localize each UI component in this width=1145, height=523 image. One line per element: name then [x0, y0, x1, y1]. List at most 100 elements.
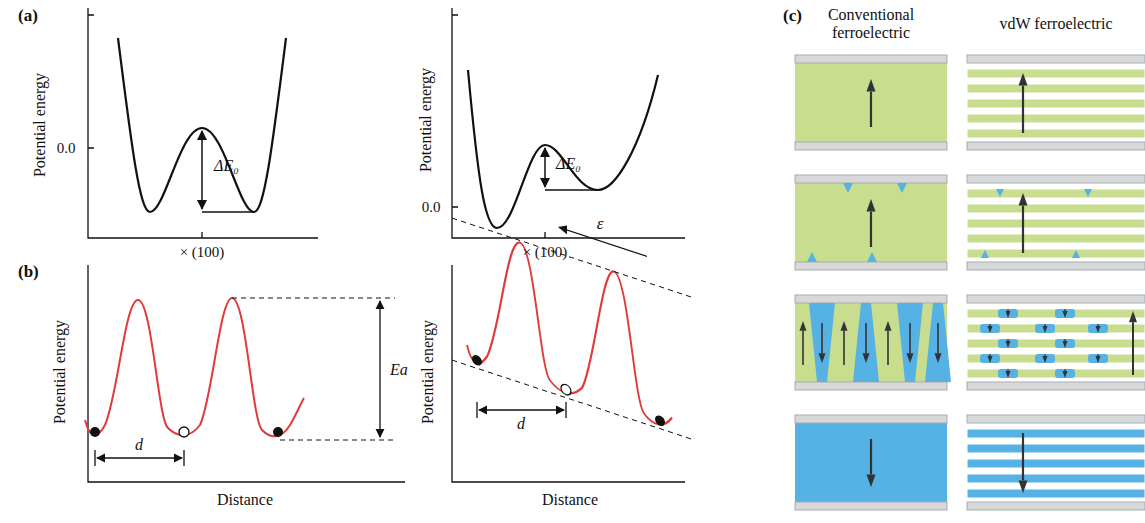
vacancy-open: [179, 427, 189, 437]
vdw-layer: [967, 219, 1145, 228]
barrier-arrow: [544, 148, 546, 187]
arrow-head: [1006, 341, 1011, 348]
arrow-head: [1063, 341, 1068, 348]
ferroelectric-film: [795, 423, 947, 502]
panel-tag: (b): [18, 263, 39, 282]
polarization-arrow: [870, 92, 872, 127]
activation-energy-label: Ea: [390, 361, 408, 379]
vdw-layer: [967, 189, 1145, 198]
polarization-arrow: [989, 354, 990, 356]
vdw-layer: [967, 429, 1145, 438]
reversed-domain: [853, 303, 879, 382]
vdw-layer: [967, 69, 1145, 78]
d-arrow: [97, 457, 182, 458]
nucleus: [1072, 250, 1080, 258]
electrode: [795, 142, 947, 150]
dashed-levels: [232, 298, 395, 440]
electrode: [967, 55, 1145, 63]
tick-label: 0.0: [422, 199, 441, 216]
barrier-label: ΔE₀: [214, 157, 239, 175]
vdw-layer: [967, 369, 1145, 378]
vdw-layer: [967, 339, 1145, 348]
vdw-layer: [967, 234, 1145, 243]
arrow-head: [1043, 326, 1048, 333]
reversed-patch: [1035, 324, 1055, 333]
arrow-head: [1063, 311, 1068, 318]
arrow-head: [819, 353, 826, 363]
polarization-arrow: [1022, 86, 1024, 133]
vdw-layer: [967, 444, 1145, 453]
arrow-head: [1096, 356, 1101, 363]
nucleus: [1084, 189, 1092, 197]
polarization-arrow: [1022, 433, 1024, 480]
ion-filled: [273, 427, 283, 437]
ferroelectric-film: [795, 63, 947, 142]
panel-tag: (c): [783, 7, 802, 26]
d-arrow: [479, 409, 564, 410]
arrow-head: [1063, 371, 1068, 378]
axis-title: Potential energy: [417, 68, 435, 172]
polarization-arrow: [870, 439, 872, 474]
axes-a-left: [88, 8, 318, 238]
axis-title: Distance: [542, 491, 598, 509]
arrow-head: [841, 321, 848, 331]
level-line: [545, 189, 598, 191]
electrode: [795, 382, 947, 390]
vdw-layer: [967, 474, 1145, 483]
vdw-layer: [967, 204, 1145, 213]
axis-title: Distance: [217, 491, 273, 509]
vdw-layer: [967, 459, 1145, 468]
polarization-arrow: [1007, 339, 1008, 341]
arrow-head: [988, 356, 993, 363]
arrow-head: [1019, 193, 1028, 206]
polarization-arrow: [1007, 309, 1008, 311]
tick-label: × (100): [180, 244, 225, 261]
electrode: [795, 415, 947, 423]
axes-b-right: [452, 265, 685, 482]
electrode: [967, 502, 1145, 510]
arrow-head: [935, 353, 942, 363]
column-title: Conventional ferroelectric: [796, 6, 946, 41]
vdw-layer: [967, 354, 1145, 363]
arrow-head: [1019, 480, 1028, 493]
tilted-potential: [452, 192, 692, 439]
periodic-potential: [85, 298, 304, 436]
ferroelectric-film: [795, 303, 947, 382]
nucleus: [897, 183, 907, 193]
polarization-arrow: [1007, 369, 1008, 371]
vdw-layer: [967, 324, 1145, 333]
polarization-arrow: [909, 323, 911, 353]
electrode: [967, 382, 1145, 390]
reversed-patch: [1035, 354, 1055, 363]
polarization-arrow: [1044, 324, 1045, 326]
arrow-head: [988, 326, 993, 333]
arrow-head: [1043, 356, 1048, 363]
polarization-arrow: [865, 323, 867, 353]
arrow-head: [1096, 326, 1101, 333]
polarization-arrow: [989, 324, 990, 326]
nucleus: [981, 250, 989, 258]
vdw-layer: [967, 249, 1145, 258]
arrow-head: [867, 79, 876, 92]
reversed-domain: [897, 303, 923, 382]
polarization-arrow: [1097, 324, 1098, 326]
polarization-arrow: [1064, 369, 1065, 371]
vdw-layer: [967, 129, 1145, 138]
nucleus: [807, 252, 817, 262]
electrode: [795, 262, 947, 270]
arrow-head: [800, 321, 807, 331]
double-well-curve: [118, 38, 286, 212]
arrow-head: [885, 321, 892, 331]
vdw-layer: [967, 84, 1145, 93]
polarization-arrow: [937, 323, 939, 353]
nucleus: [843, 183, 853, 193]
polarization-arrow: [1064, 339, 1065, 341]
electrode: [967, 142, 1145, 150]
reversed-patch: [998, 309, 1018, 318]
reversed-patch: [1088, 354, 1108, 363]
nucleus: [867, 252, 877, 262]
reversed-patch: [1055, 339, 1075, 348]
axes-b-left: [88, 265, 405, 482]
